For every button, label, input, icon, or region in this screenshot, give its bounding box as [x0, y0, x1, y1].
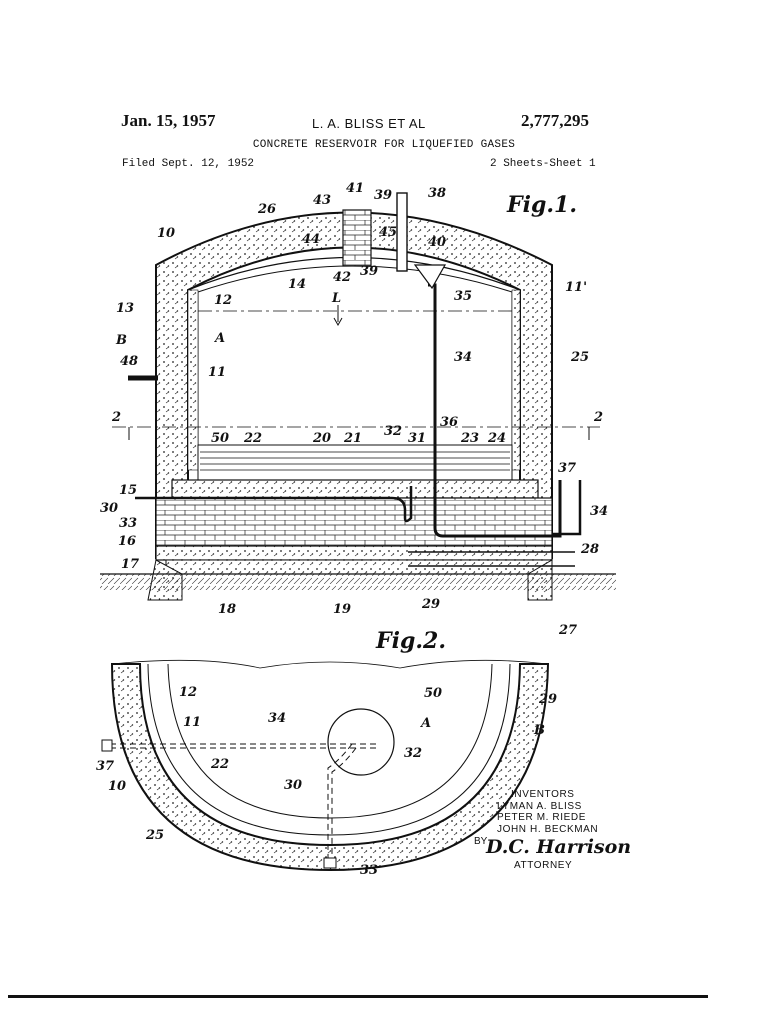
label-17: 17 — [121, 557, 139, 572]
fig1-drawing — [100, 192, 616, 601]
label-43: 43 — [313, 193, 331, 208]
label-24: 24 — [487, 431, 506, 446]
label-2b: 2 — [593, 410, 603, 425]
label-36: 36 — [440, 415, 458, 430]
label-10: 10 — [157, 226, 175, 241]
label-21: 21 — [343, 431, 362, 446]
label-19: 19 — [333, 602, 351, 617]
label-18: 18 — [218, 602, 236, 617]
label-50: 50 — [211, 431, 229, 446]
inventor-name: JOHN H. BECKMAN — [497, 823, 599, 835]
label-37: 37 — [558, 461, 576, 476]
fig1-labels: 10 26 43 41 39 38 44 45 40 14 42 39 35 1… — [100, 181, 608, 638]
patent-date: Jan. 15, 1957 — [121, 111, 216, 130]
label-12: 12 — [214, 293, 232, 308]
label-48: 48 — [120, 354, 138, 369]
fig2-label-33: 33 — [360, 863, 378, 878]
fig2-label-A: A — [419, 716, 431, 731]
label-B: B — [115, 333, 127, 348]
label-28: 28 — [580, 542, 599, 557]
label-14: 14 — [288, 277, 306, 292]
label-2a: 2 — [111, 410, 121, 425]
label-38: 38 — [428, 186, 446, 201]
label-22: 22 — [243, 431, 262, 446]
label-34b: 34 — [590, 504, 608, 519]
fig2-title: Fig.2. — [375, 628, 446, 654]
sheet-count: 2 Sheets-Sheet 1 — [490, 158, 596, 170]
label-39a: 39 — [374, 188, 392, 203]
inventors-block: INVENTORS LYMAN A. BLISS PETER M. RIEDE … — [497, 789, 598, 835]
attorney-signature: D.C. Harrison — [486, 836, 632, 858]
fig2-label-32: 32 — [404, 746, 422, 761]
inventor-name: PETER M. RIEDE — [497, 812, 586, 823]
fig2-label-B: B — [533, 723, 545, 738]
label-31: 31 — [408, 431, 426, 446]
fig1-title: Fig.1. — [506, 192, 577, 218]
fig2-label-50: 50 — [424, 686, 442, 701]
inventor-name: LYMAN A. BLISS — [497, 800, 582, 812]
fig2-label-34: 34 — [268, 711, 286, 726]
fig2-label-22: 22 — [210, 757, 229, 772]
label-11: 11 — [208, 365, 226, 380]
label-39b: 39 — [360, 264, 378, 279]
fig2-label-11: 11 — [183, 715, 201, 730]
attorney-label: ATTORNEY — [514, 860, 573, 871]
label-16: 16 — [118, 534, 136, 549]
label-33: 33 — [119, 516, 137, 531]
label-30: 30 — [100, 501, 118, 516]
inventors-short: L. A. BLISS ET AL — [312, 116, 426, 131]
label-23: 23 — [460, 431, 479, 446]
filed-date: Filed Sept. 12, 1952 — [122, 158, 255, 170]
label-45: 45 — [379, 225, 397, 240]
label-41: 41 — [346, 181, 364, 196]
patent-title: CONCRETE RESERVOIR FOR LIQUEFIED GASES — [252, 139, 516, 151]
fig2-drawing — [101, 659, 550, 872]
label-27: 27 — [558, 623, 577, 638]
label-A: A — [213, 331, 225, 346]
fig2-label-30: 30 — [284, 778, 302, 793]
fig2-label-37: 37 — [96, 759, 114, 774]
label-42: 42 — [333, 270, 351, 285]
label-34a: 34 — [454, 350, 472, 365]
fig2-labels: 12 50 29 11 34 A B 37 22 32 10 30 25 33 … — [96, 628, 557, 878]
label-20: 20 — [312, 431, 331, 446]
fig2-label-25: 25 — [145, 828, 164, 843]
label-44: 44 — [302, 232, 320, 247]
label-13: 13 — [116, 301, 134, 316]
by-label: BY — [474, 836, 488, 847]
inventors-heading: INVENTORS — [511, 789, 575, 800]
label-25: 25 — [570, 350, 589, 365]
label-29: 29 — [421, 597, 440, 612]
label-15: 15 — [119, 483, 137, 498]
fig2-label-10: 10 — [108, 779, 126, 794]
patent-number: 2,777,295 — [521, 111, 589, 130]
label-L: L — [331, 291, 341, 306]
label-11-prime: 11' — [565, 280, 587, 295]
label-40: 40 — [428, 235, 446, 250]
label-35: 35 — [454, 289, 472, 304]
fig2-label-29: 29 — [538, 692, 557, 707]
page-border-line — [8, 995, 708, 998]
label-32: 32 — [384, 424, 402, 439]
label-26: 26 — [257, 202, 276, 217]
fig2-label-12: 12 — [179, 685, 197, 700]
